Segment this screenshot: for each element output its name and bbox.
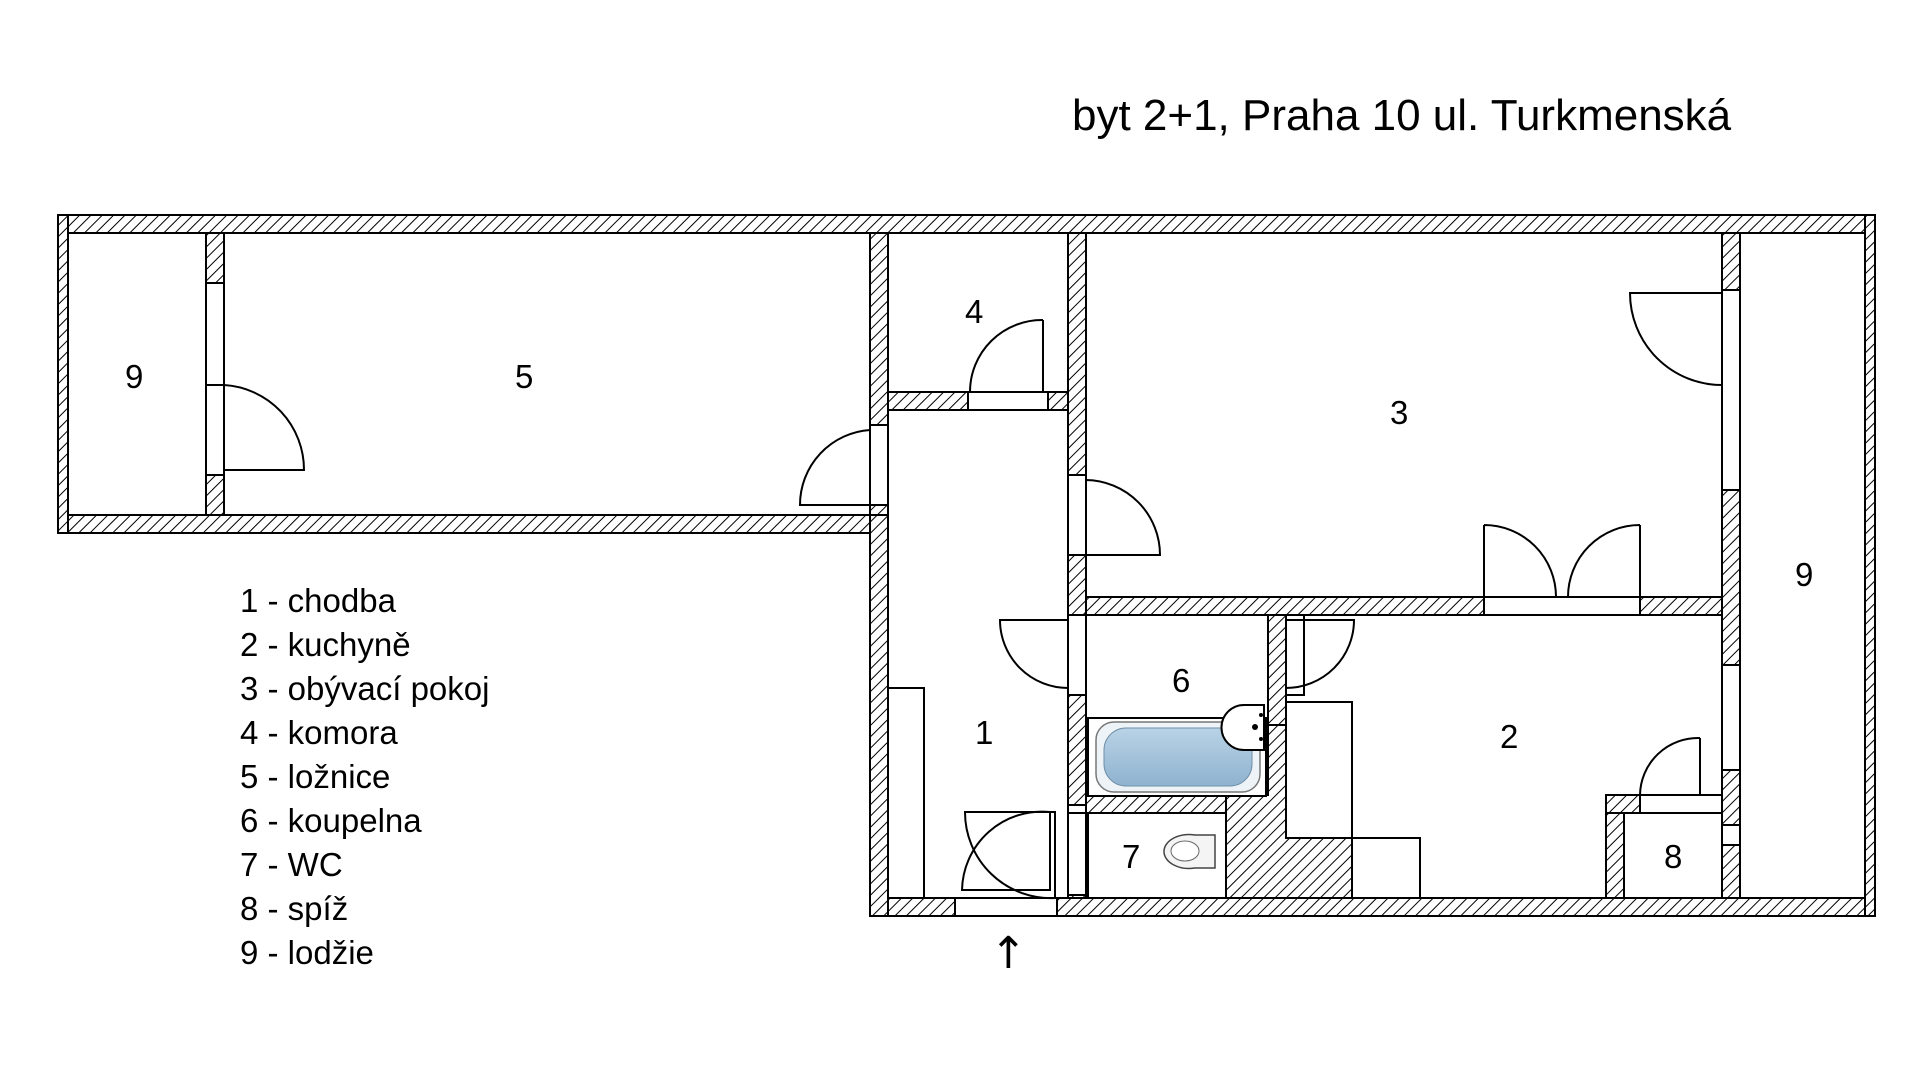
room-label-2: 2 [1500, 718, 1518, 755]
openings [205, 282, 1741, 917]
legend-item: 5 - ložnice [240, 758, 390, 795]
legend-item: 6 - koupelna [240, 802, 422, 839]
plan-title: byt 2+1, Praha 10 ul. Turkmenská [1072, 91, 1732, 140]
legend-item: 8 - spíž [240, 890, 348, 927]
legend-item: 3 - obývací pokoj [240, 670, 489, 707]
legend: 1 - chodba 2 - kuchyně 3 - obývací pokoj… [240, 582, 489, 971]
room-label-1: 1 [975, 714, 993, 751]
room-label-9-left: 9 [125, 358, 143, 395]
doors [223, 292, 1723, 900]
kitchen-counter [1285, 701, 1353, 839]
room-label-8: 8 [1664, 838, 1682, 875]
legend-item: 9 - lodžie [240, 934, 374, 971]
legend-item: 4 - komora [240, 714, 398, 751]
legend-item: 7 - WC [240, 846, 343, 883]
room-label-6: 6 [1172, 662, 1190, 699]
toilet [1087, 812, 1227, 899]
bathtub [1087, 717, 1267, 797]
sink [1220, 704, 1265, 751]
room-label-4: 4 [965, 293, 983, 330]
fixtures [887, 687, 1421, 899]
wardrobe [887, 687, 925, 899]
room-label-3: 3 [1390, 394, 1408, 431]
room-labels: 9 5 4 3 9 6 1 2 7 8 [125, 293, 1813, 875]
legend-item: 1 - chodba [240, 582, 397, 619]
room-label-7: 7 [1122, 838, 1140, 875]
entrance-arrow: ↑ [990, 928, 1027, 979]
legend-item: 2 - kuchyně [240, 626, 411, 663]
room-label-5: 5 [515, 358, 533, 395]
room-label-9-right: 9 [1795, 556, 1813, 593]
